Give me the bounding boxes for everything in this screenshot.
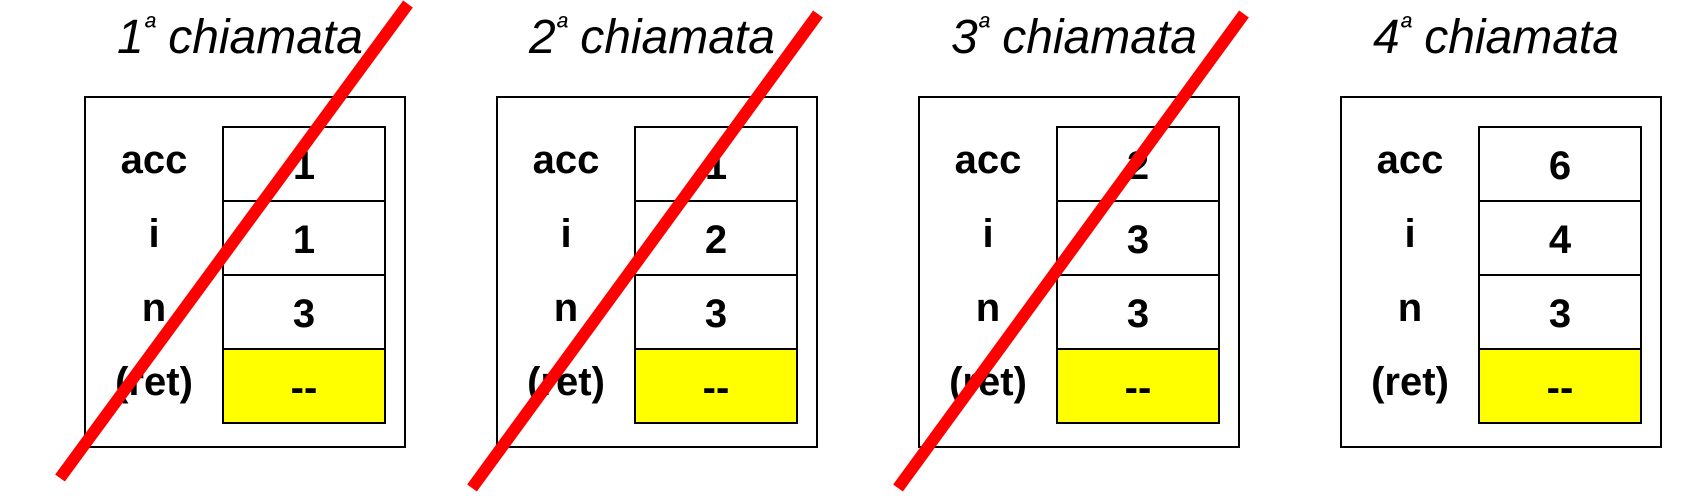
ordinal-indicator: ª (1399, 11, 1411, 44)
var-value-cell: 2 (634, 200, 798, 276)
call-word: chiamata (580, 11, 775, 64)
var-value-cell: 6 (1478, 126, 1642, 202)
var-value-cell: 1 (222, 126, 386, 202)
activation-record-frame: acc 2 i 3 n 3 (ret) -- (918, 96, 1240, 448)
call-word: chiamata (1002, 11, 1197, 64)
var-value-cell: 4 (1478, 200, 1642, 276)
return-value-cell: -- (222, 348, 386, 424)
var-value-cell: 3 (1056, 200, 1220, 276)
call-title: 1ª chiamata (60, 10, 420, 65)
activation-record-frame: acc 6 i 4 n 3 (ret) -- (1340, 96, 1662, 448)
ordinal-indicator: ª (555, 11, 567, 44)
var-label: i (560, 212, 572, 256)
record-row-ret: (ret) -- (920, 348, 1240, 424)
call-title: 3ª chiamata (894, 10, 1254, 65)
record-row-ret: (ret) -- (86, 348, 406, 424)
var-label: (ret) (1371, 360, 1449, 404)
call-word: chiamata (1424, 11, 1619, 64)
record-row-i: i 3 (920, 200, 1240, 276)
call-title: 4ª chiamata (1316, 10, 1676, 65)
var-label: i (1404, 212, 1416, 256)
call-title: 2ª chiamata (472, 10, 832, 65)
record-row-acc: acc 2 (920, 126, 1240, 202)
var-label: n (1397, 286, 1423, 330)
var-label: (ret) (115, 360, 193, 404)
var-label: acc (120, 138, 188, 182)
var-label: acc (954, 138, 1022, 182)
var-value-cell: 1 (634, 126, 798, 202)
var-label: i (148, 212, 160, 256)
record-row-i: i 2 (498, 200, 818, 276)
call-number: 1 (117, 11, 144, 64)
var-value-cell: 3 (634, 274, 798, 350)
var-label: n (553, 286, 579, 330)
var-value-cell: 3 (1478, 274, 1642, 350)
var-label: (ret) (527, 360, 605, 404)
record-row-acc: acc 1 (498, 126, 818, 202)
call-number: 2 (529, 11, 556, 64)
record-row-n: n 3 (86, 274, 406, 350)
record-row-n: n 3 (498, 274, 818, 350)
var-label: n (141, 286, 167, 330)
return-value-cell: -- (1478, 348, 1642, 424)
call-number: 4 (1373, 11, 1400, 64)
call-panel-3: 3ª chiamata acc 2 i 3 n 3 (ret) -- (894, 0, 1254, 502)
call-number: 3 (951, 11, 978, 64)
record-row-n: n 3 (920, 274, 1240, 350)
record-row-ret: (ret) -- (498, 348, 818, 424)
record-row-i: i 1 (86, 200, 406, 276)
call-panel-2: 2ª chiamata acc 1 i 2 n 3 (ret) -- (472, 0, 832, 502)
var-label: i (982, 212, 994, 256)
return-value-cell: -- (1056, 348, 1220, 424)
var-label: n (975, 286, 1001, 330)
var-label: acc (1376, 138, 1444, 182)
ordinal-indicator: ª (143, 11, 155, 44)
return-value-cell: -- (634, 348, 798, 424)
var-value-cell: 2 (1056, 126, 1220, 202)
var-value-cell: 3 (222, 274, 386, 350)
activation-record-frame: acc 1 i 1 n 3 (ret) -- (84, 96, 406, 448)
record-row-acc: acc 6 (1342, 126, 1662, 202)
var-label: (ret) (949, 360, 1027, 404)
activation-record-frame: acc 1 i 2 n 3 (ret) -- (496, 96, 818, 448)
call-panel-4: 4ª chiamata acc 6 i 4 n 3 (ret) -- (1316, 0, 1676, 502)
record-row-i: i 4 (1342, 200, 1662, 276)
ordinal-indicator: ª (977, 11, 989, 44)
var-value-cell: 1 (222, 200, 386, 276)
var-value-cell: 3 (1056, 274, 1220, 350)
var-label: acc (532, 138, 600, 182)
record-row-ret: (ret) -- (1342, 348, 1662, 424)
record-row-n: n 3 (1342, 274, 1662, 350)
record-row-acc: acc 1 (86, 126, 406, 202)
call-panel-1: 1ª chiamata acc 1 i 1 n 3 (ret) -- (60, 0, 420, 502)
call-word: chiamata (168, 11, 363, 64)
